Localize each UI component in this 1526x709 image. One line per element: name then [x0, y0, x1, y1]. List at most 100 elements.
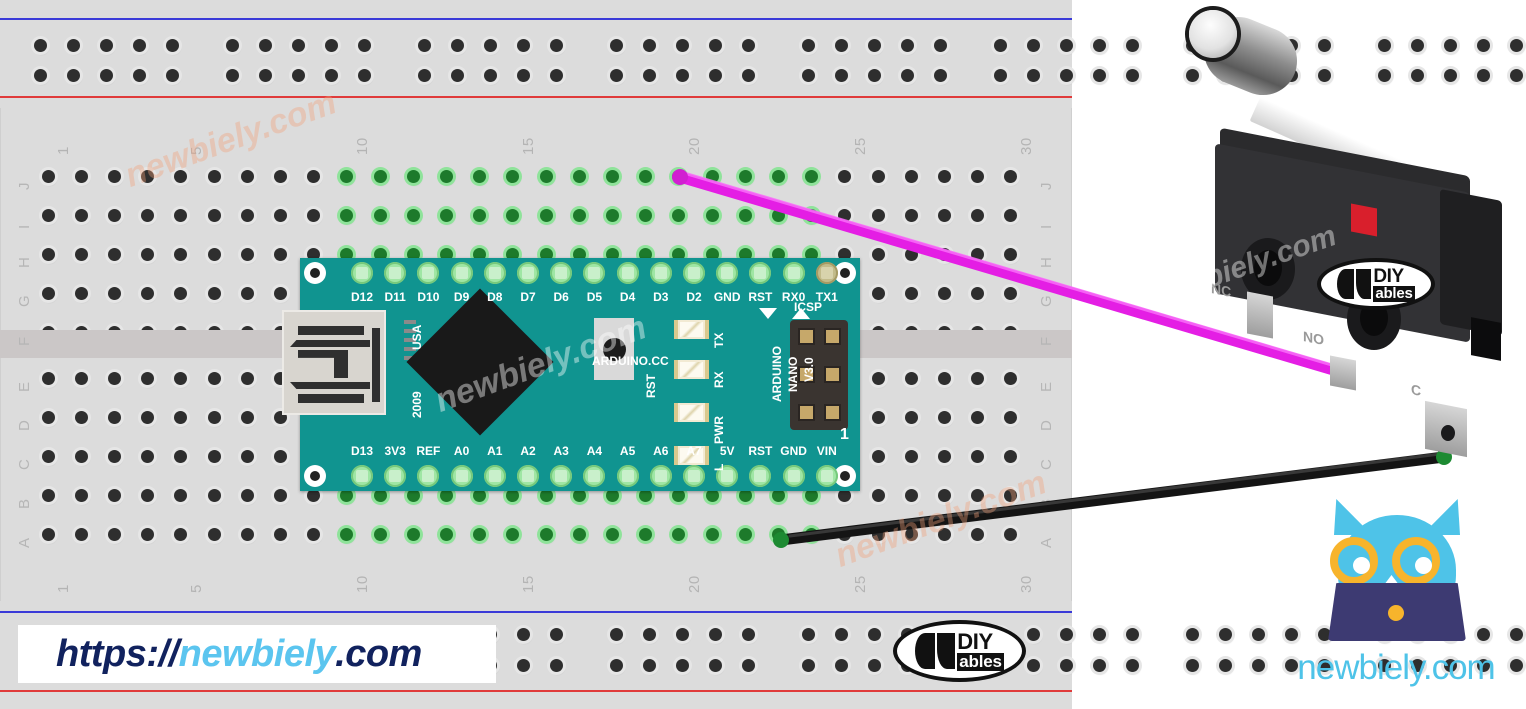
nano-pad-d5: [583, 262, 606, 284]
breadboard-hole: [273, 247, 287, 261]
power-rail-top: [0, 0, 1524, 108]
nano-pad-d7: [517, 262, 539, 284]
breadboard-hole: [325, 68, 339, 82]
breadboard-hole: [871, 247, 885, 261]
breadboard-hole: [240, 410, 254, 424]
nano-pin-label-d12: D12: [350, 290, 373, 304]
breadboard-hole: [1318, 68, 1332, 82]
breadboard-hole: [406, 488, 420, 502]
breadboard-hole: [1377, 68, 1391, 82]
breadboard-hole: [672, 527, 686, 541]
breadboard-column-number: 25: [851, 575, 869, 593]
breadboard-hole: [406, 169, 420, 183]
breadboard-row-letter: F: [16, 336, 33, 346]
breadboard-hole: [258, 68, 272, 82]
breadboard-hole: [937, 208, 951, 222]
breadboard-hole: [801, 38, 815, 52]
breadboard-hole: [904, 488, 918, 502]
breadboard-hole: [174, 208, 188, 222]
nano-pad-a7: [683, 465, 705, 487]
breadboard-hole: [107, 527, 121, 541]
breadboard-hole: [174, 410, 188, 424]
nano-pad-rx0: [782, 262, 805, 284]
breadboard-hole: [572, 247, 586, 261]
breadboard-hole: [1004, 410, 1018, 424]
breadboard-hole: [406, 247, 420, 261]
nano-pin-label-b-vin: VIN: [816, 444, 837, 458]
breadboard-hole: [937, 527, 951, 541]
breadboard-hole: [971, 527, 985, 541]
breadboard-hole: [539, 169, 553, 183]
breadboard-hole: [605, 488, 619, 502]
breadboard-hole: [971, 371, 985, 385]
breadboard-hole: [373, 488, 387, 502]
breadboard-hole: [1004, 169, 1018, 183]
breadboard-hole: [506, 527, 520, 541]
breadboard-hole: [483, 38, 497, 52]
breadboard-hole: [107, 449, 121, 463]
breadboard-hole: [539, 527, 553, 541]
nano-pin-label-b-ref: REF: [416, 444, 441, 458]
breadboard-hole: [971, 449, 985, 463]
nano-pad-3v3: [384, 465, 407, 487]
nano-pad-a2: [517, 465, 539, 487]
breadboard-hole: [609, 38, 623, 52]
breadboard-hole: [1059, 68, 1073, 82]
breadboard-hole: [971, 169, 985, 183]
breadboard-column-number: 10: [353, 575, 371, 593]
breadboard-hole: [107, 371, 121, 385]
breadboard-hole: [550, 627, 564, 641]
breadboard-hole: [1377, 38, 1391, 52]
silk-rx-arrow-icon: [759, 308, 777, 319]
nano-pad-a0: [450, 465, 473, 487]
diyables-d-mark-2: [915, 633, 936, 669]
breadboard-hole: [273, 169, 287, 183]
nano-pin-label-b-d13: D13: [350, 444, 373, 458]
nano-pad-a1: [483, 465, 506, 487]
breadboard-row-letter: E: [1038, 381, 1055, 392]
breadboard-hole: [74, 527, 88, 541]
breadboard-hole: [805, 527, 819, 541]
nano-pad-gnd: [782, 465, 805, 487]
breadboard-hole: [1059, 627, 1073, 641]
breadboard-hole: [74, 208, 88, 222]
breadboard-hole: [738, 488, 752, 502]
nano-pad-d3: [649, 262, 672, 284]
breadboard-hole: [609, 658, 623, 672]
breadboard-hole: [166, 68, 180, 82]
breadboard-hole: [1477, 627, 1491, 641]
breadboard-column-number: 25: [851, 137, 869, 155]
breadboard-hole: [572, 488, 586, 502]
breadboard-hole: [107, 286, 121, 300]
switch-terminal-nc-hole: [1254, 250, 1282, 286]
breadboard-hole: [742, 658, 756, 672]
reset-button[interactable]: [594, 318, 634, 380]
breadboard-hole: [373, 247, 387, 261]
breadboard-hole: [1093, 627, 1107, 641]
breadboard-hole: [1126, 658, 1140, 672]
breadboard-hole: [1410, 38, 1424, 52]
breadboard-hole: [41, 247, 55, 261]
breadboard-hole: [539, 208, 553, 222]
breadboard-hole: [871, 169, 885, 183]
breadboard-hole: [439, 169, 453, 183]
breadboard-hole: [675, 658, 689, 672]
breadboard-hole: [1004, 247, 1018, 261]
breadboard-hole: [937, 488, 951, 502]
breadboard-hole: [834, 627, 848, 641]
breadboard-hole: [141, 286, 155, 300]
breadboard-hole: [1126, 68, 1140, 82]
breadboard-hole: [709, 68, 723, 82]
breadboard-hole: [937, 371, 951, 385]
nano-pin-label-b-a7: A7: [686, 444, 702, 458]
breadboard-hole: [838, 208, 852, 222]
breadboard-hole: [934, 68, 948, 82]
breadboard-hole: [307, 208, 321, 222]
breadboard-column-number: 1: [55, 146, 72, 155]
nano-pad-d11: [384, 262, 407, 284]
breadboard-hole: [937, 169, 951, 183]
breadboard-hole: [937, 410, 951, 424]
led-l: [674, 446, 709, 465]
breadboard-hole: [1510, 38, 1524, 52]
breadboard-hole: [805, 169, 819, 183]
